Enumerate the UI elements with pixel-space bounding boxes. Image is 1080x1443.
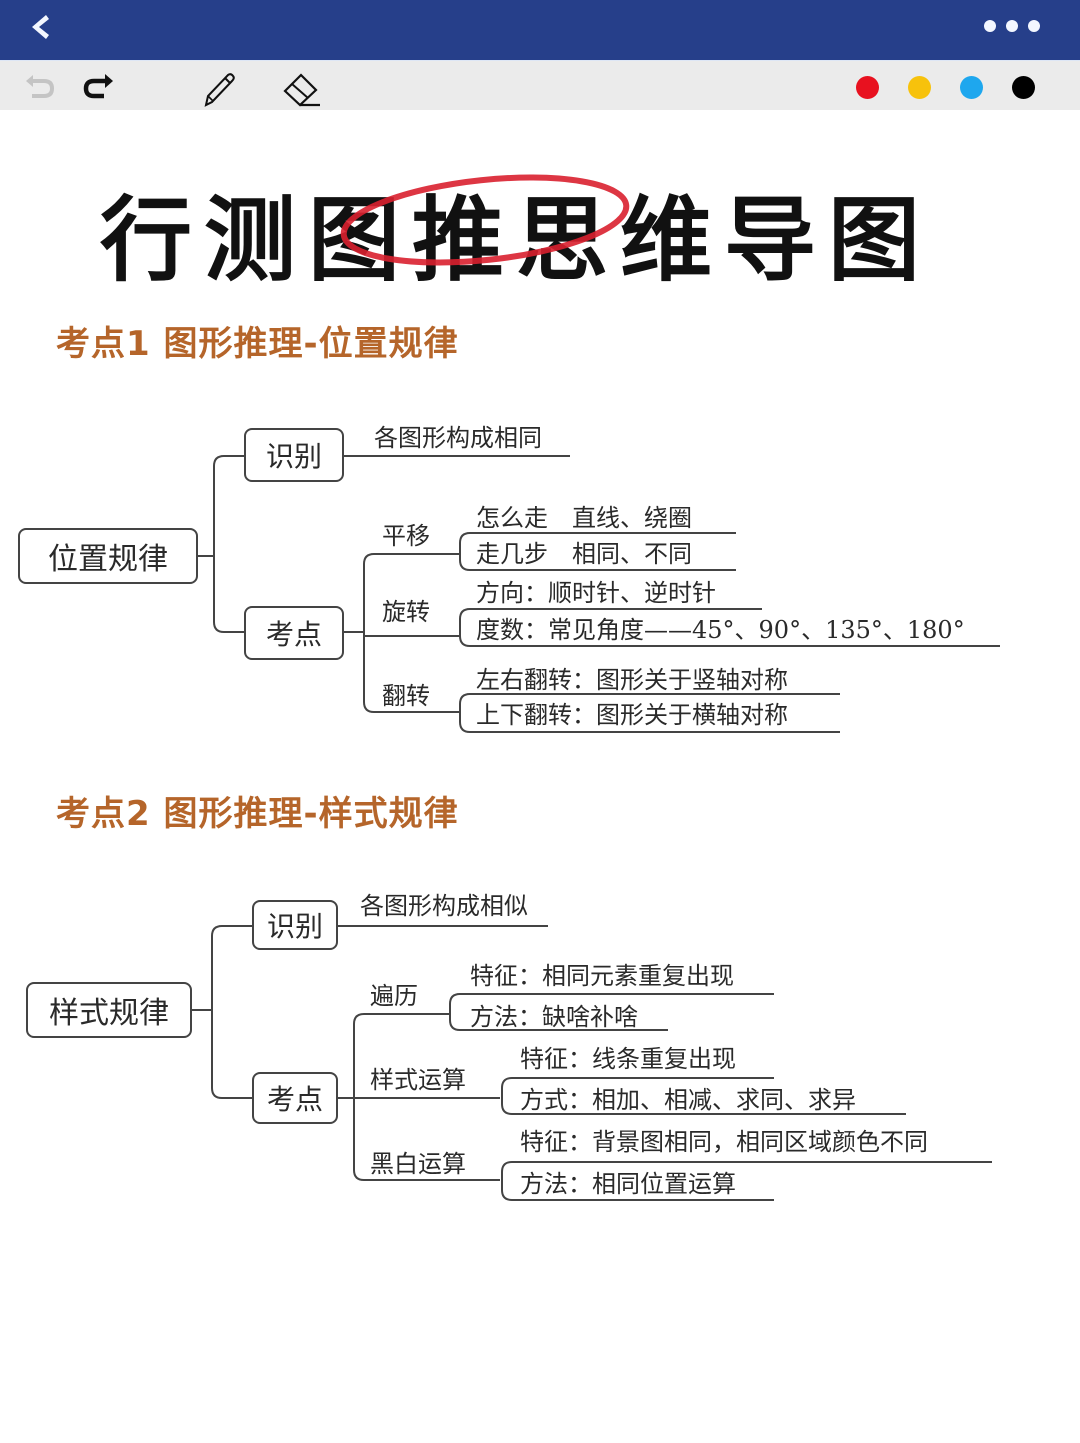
color-swatch-red[interactable] bbox=[856, 76, 879, 99]
branch-item: 方法：相同位置运算 bbox=[520, 1170, 736, 1198]
redo-button[interactable] bbox=[80, 69, 116, 105]
branch-item: 走几步 相同、不同 bbox=[476, 540, 692, 568]
back-button[interactable] bbox=[22, 10, 58, 46]
points-node: 考点 bbox=[252, 1072, 338, 1124]
branch-item: 方向：顺时针、逆时针 bbox=[476, 579, 716, 607]
branch-traversal: 遍历 bbox=[370, 982, 418, 1010]
branch-item: 特征：背景图相同，相同区域颜色不同 bbox=[520, 1128, 928, 1156]
eraser-icon bbox=[283, 73, 320, 107]
branch-black-white-operation: 黑白运算 bbox=[370, 1150, 466, 1178]
document-title: 行测图推思维导图 bbox=[0, 160, 1080, 294]
branch-item: 方式：相加、相减、求同、求异 bbox=[520, 1086, 856, 1114]
color-swatch-yellow[interactable] bbox=[908, 76, 931, 99]
branch-item: 特征：相同元素重复出现 bbox=[470, 962, 734, 990]
root-node: 位置规律 bbox=[18, 528, 198, 584]
undo-button[interactable] bbox=[22, 69, 58, 105]
branch-flip: 翻转 bbox=[382, 682, 430, 710]
section-2-heading: 考点2 图形推理-样式规律 bbox=[56, 794, 459, 834]
identify-text: 各图形构成相似 bbox=[360, 892, 528, 920]
undo-icon bbox=[26, 75, 55, 98]
identify-node: 识别 bbox=[252, 900, 338, 950]
eraser-tool-button[interactable] bbox=[282, 69, 320, 107]
root-node: 样式规律 bbox=[26, 982, 192, 1038]
pen-tool-button[interactable] bbox=[198, 69, 235, 107]
branch-style-operation: 样式运算 bbox=[370, 1066, 466, 1094]
branch-item: 方法：缺啥补啥 bbox=[470, 1003, 638, 1031]
top-app-bar bbox=[0, 0, 1080, 60]
chevron-left-icon bbox=[32, 15, 49, 39]
mindmap-connectors bbox=[198, 455, 1000, 733]
color-swatch-blue[interactable] bbox=[960, 76, 983, 99]
branch-item: 上下翻转：图形关于横轴对称 bbox=[476, 701, 788, 729]
branch-item: 左右翻转：图形关于竖轴对称 bbox=[476, 666, 788, 694]
branch-rotation: 旋转 bbox=[382, 598, 430, 626]
redo-icon bbox=[83, 74, 113, 99]
identify-text: 各图形构成相同 bbox=[374, 424, 542, 452]
branch-item: 怎么走 直线、绕圈 bbox=[476, 504, 692, 532]
section-1-heading: 考点1 图形推理-位置规律 bbox=[56, 324, 459, 364]
more-options-button[interactable] bbox=[984, 20, 1040, 32]
mindmap-position-rules: 位置规律 识别 各图形构成相同 考点 平移 怎么走 直线、绕圈 走几步 相同、不… bbox=[0, 420, 1080, 740]
more-dots-icon bbox=[984, 20, 996, 32]
branch-item: 特征：线条重复出现 bbox=[520, 1045, 736, 1073]
red-ink-ellipse-annotation bbox=[340, 174, 630, 266]
mindmap-connectors bbox=[192, 925, 992, 1201]
branch-translation: 平移 bbox=[382, 522, 430, 550]
drawing-toolbar bbox=[0, 60, 1080, 110]
color-swatch-black[interactable] bbox=[1012, 76, 1035, 99]
pencil-icon bbox=[204, 73, 235, 107]
branch-item: 度数：常见角度——45°、90°、135°、180° bbox=[476, 616, 965, 644]
points-node: 考点 bbox=[244, 606, 344, 660]
document-title-text: 行测图推思维导图 bbox=[100, 187, 933, 294]
mindmap-style-rules: 样式规律 识别 各图形构成相似 考点 遍历 特征：相同元素重复出现 方法：缺啥补… bbox=[0, 888, 1080, 1218]
identify-node: 识别 bbox=[244, 428, 344, 482]
